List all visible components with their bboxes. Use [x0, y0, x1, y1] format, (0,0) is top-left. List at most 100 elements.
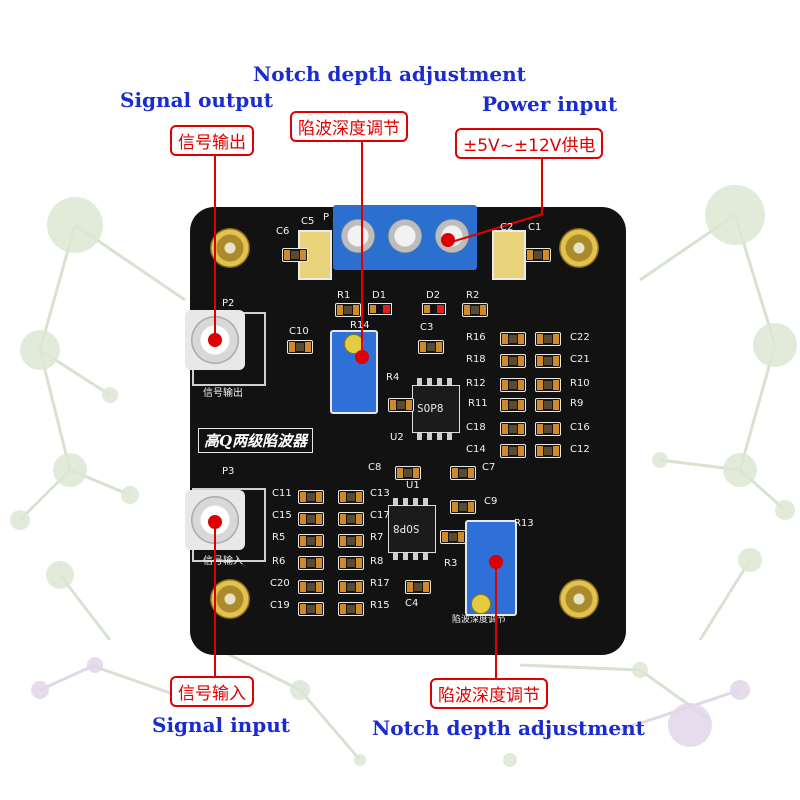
- tantalum-capacitor: [492, 230, 526, 280]
- smd-part-r4: [388, 398, 414, 412]
- silk-label-r10: R10: [570, 378, 590, 389]
- silk-label-c5: C5: [301, 216, 315, 227]
- silk-label-r17: R17: [370, 578, 390, 589]
- silk-label-d2: D2: [426, 290, 441, 301]
- mounting-hole-bottom-left: [210, 579, 250, 619]
- silk-label-c18: C18: [466, 422, 486, 433]
- smd-part-c20: [298, 580, 324, 594]
- silk-label-c9: C9: [484, 496, 498, 507]
- board-title: 高Q两级陷波器: [198, 428, 314, 453]
- callout-power-input-en: Power input: [482, 92, 618, 116]
- led-d1: [368, 303, 392, 315]
- ic-u2-label: U2: [390, 432, 404, 443]
- smd-part-c18: [500, 422, 526, 436]
- callout-notch-bottom-cn: 陷波深度调节: [430, 678, 548, 709]
- leader-line-output: [214, 150, 216, 340]
- pointer-dot-output: [208, 333, 222, 347]
- silk-label-r16: R16: [466, 332, 486, 343]
- silk-label-c20: C20: [270, 578, 290, 589]
- silk-label-r15: R15: [370, 600, 390, 611]
- pointer-dot-notch-top: [355, 350, 369, 364]
- silk-label-c1: C1: [528, 222, 542, 233]
- callout-notch-top-cn: 陷波深度调节: [290, 111, 408, 142]
- silk-label-r5: R5: [272, 532, 286, 543]
- silk-label-r1: R1: [337, 290, 351, 301]
- smd-part-c19: [298, 602, 324, 616]
- silk-input-label: 信号输入: [203, 556, 243, 567]
- smd-part-c3: [418, 340, 444, 354]
- callout-signal-output-en: Signal output: [120, 88, 273, 112]
- silk-label-r2: R2: [466, 290, 480, 301]
- smd-part-r11: [500, 398, 526, 412]
- silk-label-c16: C16: [570, 422, 590, 433]
- smd-part-c16: [535, 422, 561, 436]
- smd-part-c21: [535, 354, 561, 368]
- silk-label-c21: C21: [570, 354, 590, 365]
- silk-label-c14: C14: [466, 444, 486, 455]
- silk-label-c4: C4: [405, 598, 419, 609]
- notch-depth-potentiometer-top: [330, 330, 378, 414]
- silk-label-r9: R9: [570, 398, 584, 409]
- smd-part-c13: [338, 490, 364, 504]
- smd-part-r2: [462, 303, 488, 317]
- smd-part-c7: [450, 466, 476, 480]
- silk-label-c11: C11: [272, 488, 292, 499]
- silk-label-d1: D1: [372, 290, 387, 301]
- smd-part-r17: [338, 580, 364, 594]
- silk-label-c19: C19: [270, 600, 290, 611]
- smd-part-r1: [335, 303, 361, 317]
- silk-label-r14: R14: [350, 320, 370, 331]
- mounting-hole-bottom-right: [559, 579, 599, 619]
- ic-u1-label: U1: [406, 480, 420, 491]
- leader-line-power-v: [541, 152, 543, 214]
- silk-label-r3: R3: [444, 558, 458, 569]
- smd-part-c9: [450, 500, 476, 514]
- smd-part-c22: [535, 332, 561, 346]
- led-d2: [422, 303, 446, 315]
- connector-label-p2: P2: [222, 298, 235, 309]
- leader-line-notch-top: [361, 134, 363, 356]
- silk-label-c10: C10: [289, 326, 309, 337]
- silk-label-c8: C8: [368, 462, 382, 473]
- callout-power-input-cn: ±5V~±12V供电: [455, 128, 604, 159]
- smd-part-c14: [500, 444, 526, 458]
- smd-part-r9: [535, 398, 561, 412]
- silk-label-c17: C17: [370, 510, 390, 521]
- callout-notch-top-en: Notch depth adjustment: [253, 62, 526, 86]
- ic-u1: SOP8: [388, 498, 436, 560]
- smd-part-r8: [338, 556, 364, 570]
- smd-part-r16: [500, 332, 526, 346]
- pointer-dot-notch-bottom: [489, 555, 503, 569]
- silk-label-c7: C7: [482, 462, 496, 473]
- silk-label-c13: C13: [370, 488, 390, 499]
- smd-part-r3: [440, 530, 466, 544]
- smd-part-c17: [338, 512, 364, 526]
- smd-part-r7: [338, 534, 364, 548]
- leader-line-input: [214, 520, 216, 678]
- smd-part-r6: [298, 556, 324, 570]
- callout-signal-input-cn: 信号输入: [170, 676, 254, 707]
- connector-label-p1: P: [323, 212, 330, 223]
- silk-label-c2: C2: [500, 222, 514, 233]
- smd-part-c15: [298, 512, 324, 526]
- smd-part-r15: [338, 602, 364, 616]
- smd-part-r5: [298, 534, 324, 548]
- silk-pot-bottom-label: 陷波深度调节: [452, 615, 507, 625]
- connector-label-p3: P3: [222, 466, 235, 477]
- smd-part-r10: [535, 378, 561, 392]
- smd-part-c4: [405, 580, 431, 594]
- silk-label-r7: R7: [370, 532, 384, 543]
- smd-part-c10: [287, 340, 313, 354]
- leader-line-notch-bottom: [495, 560, 497, 680]
- smd-part-c12: [535, 444, 561, 458]
- silk-label-r12: R12: [466, 378, 486, 389]
- terminal-screw: [341, 219, 375, 253]
- smd-part-c6: [282, 248, 308, 262]
- terminal-screw: [388, 219, 422, 253]
- callout-signal-input-en: Signal input: [152, 713, 290, 737]
- silk-label-r6: R6: [272, 556, 286, 567]
- silk-label-r13: R13: [514, 518, 534, 529]
- ic-u2: SOP8: [412, 378, 460, 440]
- silk-label-c15: C15: [272, 510, 292, 521]
